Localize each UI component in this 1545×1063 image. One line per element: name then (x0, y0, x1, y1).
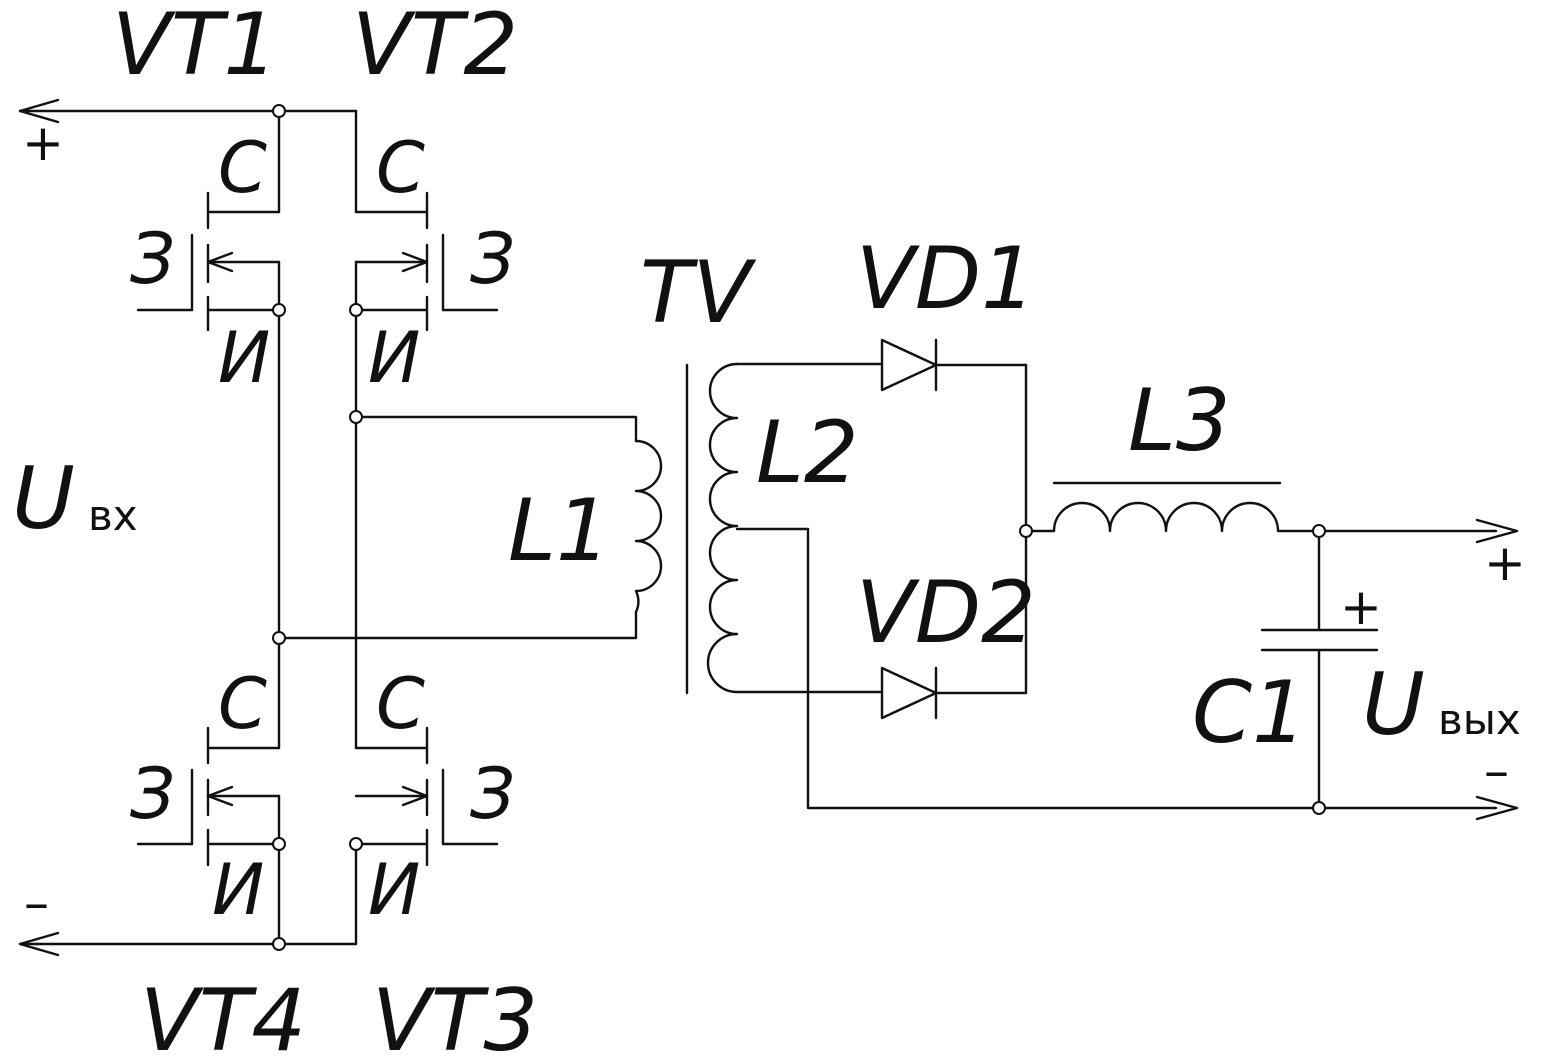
diode-vd2 (880, 666, 1028, 720)
output-plus-sign: + (1484, 534, 1526, 592)
vt1-drain-letter: С (218, 127, 267, 209)
input-voltage-subscript: вх (88, 491, 138, 540)
vt3-drain-letter: С (376, 663, 425, 745)
vt3-label: VT3 (372, 971, 538, 1063)
l2-label: L2 (756, 403, 859, 503)
vd2-label: VD2 (856, 563, 1036, 663)
output-voltage-subscript: вых (1438, 695, 1521, 744)
diode-vd1 (880, 338, 1028, 392)
choke-l3 (1024, 481, 1519, 544)
vt4-source-letter: И (212, 849, 264, 931)
l3-label: L3 (1128, 371, 1231, 471)
junction-nodes (272, 104, 1326, 951)
vt3-gate-letter: З (470, 753, 515, 835)
input-plus-rail (18, 98, 358, 214)
input-minus-rail (18, 842, 358, 957)
vt1-mosfet (136, 191, 281, 332)
output-minus-sign: – (1484, 742, 1509, 800)
vd1-label: VD1 (856, 229, 1036, 329)
vt2-drain-letter: С (376, 127, 425, 209)
vt1-source-letter: И (218, 317, 270, 399)
vt2-mosfet (354, 191, 499, 332)
vt4-drain-letter: С (218, 663, 267, 745)
secondary-winding-l2 (706, 362, 1519, 821)
transformer-label: TV (640, 243, 757, 343)
vt2-source-letter: И (368, 317, 420, 399)
c1-polarity-plus: + (1340, 578, 1382, 636)
vt2-label: VT2 (352, 0, 518, 95)
l1-label: L1 (508, 481, 611, 581)
c1-label: C1 (1192, 663, 1307, 763)
vt1-gate-letter: З (130, 218, 175, 300)
input-plus-sign: + (22, 114, 64, 172)
vt4-gate-letter: З (130, 753, 175, 835)
vt1-label: VT1 (112, 0, 278, 95)
input-minus-sign: – (24, 874, 49, 932)
capacitor-c1 (1260, 529, 1379, 810)
primary-winding-l1 (277, 415, 663, 640)
input-voltage-symbol: U (12, 449, 75, 549)
vt2-gate-letter: З (470, 218, 515, 300)
vt4-mosfet (136, 726, 281, 867)
vt3-mosfet (354, 726, 499, 867)
vt4-label: VT4 (140, 971, 306, 1063)
output-voltage-symbol: U (1362, 655, 1425, 755)
vt3-source-letter: И (368, 849, 420, 931)
